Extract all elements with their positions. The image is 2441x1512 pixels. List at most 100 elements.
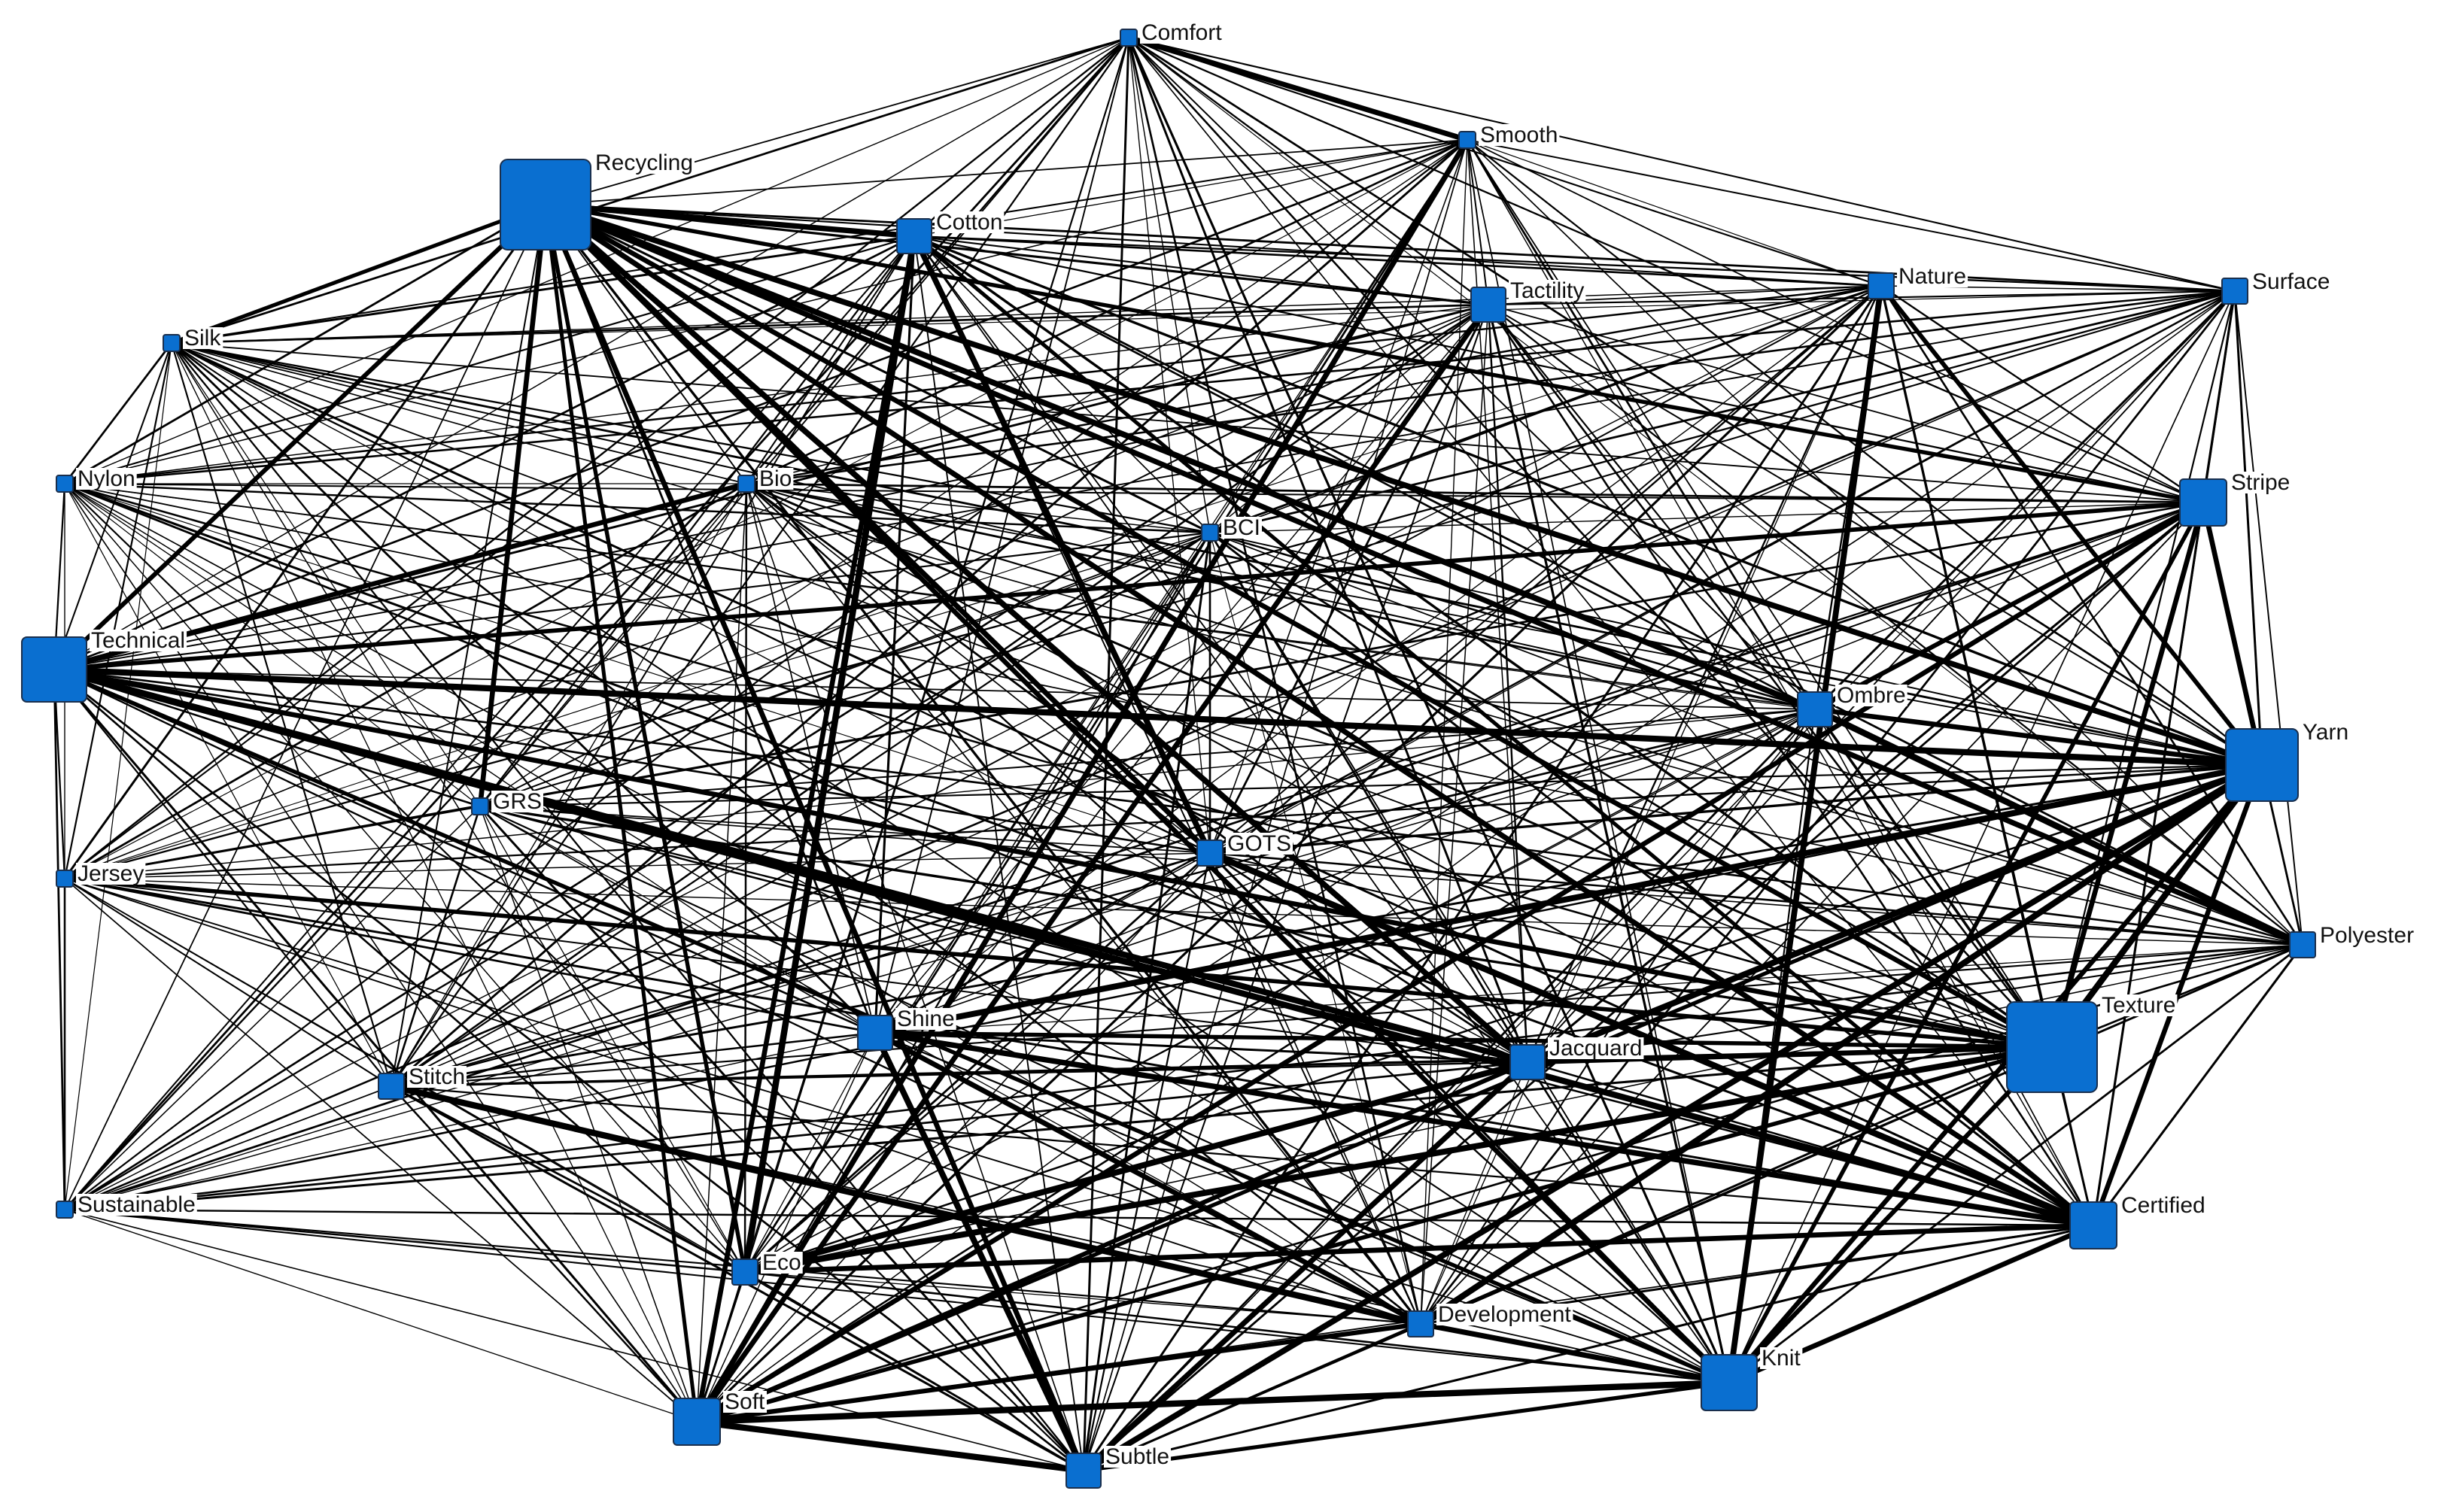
edge-silk-ombre [171,342,1816,710]
node-stitch[interactable]: Stitch [378,1064,467,1100]
node-square-jacquard[interactable] [1509,1044,1546,1080]
edge-polyester-sustainable [64,943,2303,1211]
node-square-shine[interactable] [857,1015,893,1051]
edge-bci-stripe [1209,502,2204,533]
node-square-bci[interactable] [1201,524,1219,542]
node-square-certified[interactable] [2069,1201,2117,1249]
node-square-nature[interactable] [1868,272,1895,299]
node-jersey[interactable]: Jersey [56,861,146,888]
edge-polyester-knit [1728,943,2303,1384]
node-square-smooth[interactable] [1458,131,1476,149]
node-square-subtle[interactable] [1065,1453,1102,1489]
edge-cotton-silk [171,235,915,345]
node-smooth[interactable]: Smooth [1458,123,1560,149]
node-knit[interactable]: Knit [1701,1346,1803,1411]
node-square-polyester[interactable] [2289,931,2316,958]
node-jacquard[interactable]: Jacquard [1509,1036,1644,1080]
node-label-background [1760,1347,1803,1369]
node-square-cotton[interactable] [896,218,932,254]
node-square-ombre[interactable] [1797,691,1833,727]
node-bio[interactable]: Bio [737,466,794,493]
node-square-texture[interactable] [2006,1001,2098,1093]
edge-grs-stitch [390,806,482,1087]
node-tactility[interactable]: Tactility [1470,278,1586,323]
node-square-bio[interactable] [737,475,755,493]
node-technical[interactable]: Technical [21,628,187,703]
edge-cotton-tactility [913,235,1489,306]
edge-bci-technical [53,531,1211,671]
node-square-tactility[interactable] [1470,287,1506,323]
node-square-recycling[interactable] [500,159,591,250]
node-label-background [183,327,223,349]
edge-technical-ombre [53,669,1816,710]
edge-smooth-silk [171,138,1468,345]
edge-certified-subtle [1083,1224,2094,1472]
node-bci[interactable]: BCI [1201,515,1263,542]
node-square-stitch[interactable] [378,1073,405,1100]
edge-shine-eco [744,1032,876,1273]
edge-technical-grs [53,668,481,808]
node-label-texture: Texture [2102,993,2175,1018]
node-square-surface[interactable] [2221,278,2248,305]
node-square-knit[interactable] [1701,1354,1758,1411]
node-eco[interactable]: Eco [731,1250,803,1286]
node-square-silk[interactable] [163,334,181,352]
edge-comfort-technical [53,37,1129,670]
node-square-technical[interactable] [21,636,87,703]
node-square-gots[interactable] [1196,839,1224,867]
node-label-nature: Nature [1898,264,1966,289]
node-polyester[interactable]: Polyester [2289,923,2416,958]
edge-jersey-soft [64,878,698,1422]
edge-bio-certified [746,483,2094,1226]
node-nature[interactable]: Nature [1868,264,1968,299]
edge-jacquard-sustainable [64,1061,1528,1211]
node-surface[interactable]: Surface [2221,269,2332,305]
edge-bci-texture [1209,531,2053,1049]
node-square-nylon[interactable] [56,475,74,493]
node-nylon[interactable]: Nylon [56,466,137,493]
node-square-development[interactable] [1407,1310,1434,1337]
node-cotton[interactable]: Cotton [896,210,1005,254]
node-subtle[interactable]: Subtle [1065,1444,1172,1489]
edge-bio-stripe [746,482,2204,504]
node-stripe[interactable]: Stripe [2179,470,2292,527]
node-square-jersey[interactable] [56,870,74,888]
node-grs[interactable]: GRS [471,789,544,815]
edge-texture-eco [744,1044,2053,1275]
node-label-background [2251,271,2332,293]
node-label-background [76,468,137,490]
node-ombre[interactable]: Ombre [1797,683,1908,727]
node-comfort[interactable]: Comfort [1120,20,1224,47]
node-silk[interactable]: Silk [163,326,223,352]
edge-stitch-certified [391,1085,2094,1227]
edge-bio-polyester [746,482,2303,946]
node-square-soft[interactable] [673,1398,721,1446]
edge-cotton-jersey [64,235,915,879]
node-label-tactility: Tactility [1510,278,1584,303]
node-square-eco[interactable] [731,1258,758,1286]
node-yarn[interactable]: Yarn [2225,720,2351,802]
node-sustainable[interactable]: Sustainable [56,1192,197,1219]
node-square-yarn[interactable] [2225,728,2299,802]
node-label-background [76,1194,197,1216]
edge-nylon-bci [64,482,1211,534]
edge-cotton-gots [911,235,1213,855]
node-certified[interactable]: Certified [2069,1193,2207,1249]
node-recycling[interactable]: Recycling [500,150,695,250]
edge-ombre-texture [1813,708,2053,1049]
node-square-comfort[interactable] [1120,29,1138,47]
node-square-stripe[interactable] [2179,478,2227,527]
edge-shine-jacquard [874,1031,1528,1064]
node-shine[interactable]: Shine [857,1006,956,1051]
node-gots[interactable]: GOTS [1196,831,1293,867]
edge-smooth-surface [1467,139,2236,292]
edge-tactility-silk [171,303,1489,345]
node-square-sustainable[interactable] [56,1201,74,1219]
node-square-grs[interactable] [471,797,489,815]
edge-yarn-grs [479,764,2263,808]
node-texture[interactable]: Texture [2006,993,2178,1093]
node-development[interactable]: Development [1407,1302,1573,1337]
node-soft[interactable]: Soft [673,1389,768,1446]
edge-tactility-stripe [1488,304,2204,503]
